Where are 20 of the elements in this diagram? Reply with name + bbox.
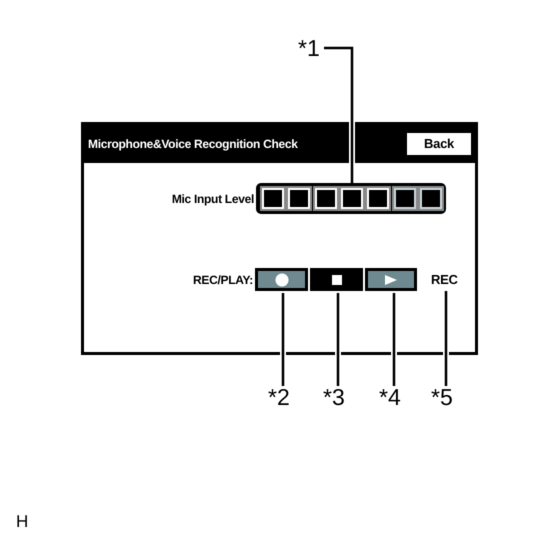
leader-line xyxy=(444,291,448,386)
stop-button xyxy=(310,268,363,291)
field-label: REC/PLAY: xyxy=(192,272,253,286)
page-letter: H xyxy=(16,512,30,532)
screen-panel xyxy=(81,122,478,355)
play-button xyxy=(365,268,417,291)
back-button: Back xyxy=(407,133,471,155)
callout-number: *1 xyxy=(298,36,322,60)
leader-line xyxy=(392,293,396,386)
callout-number: *4 xyxy=(379,385,407,409)
callout-number: *3 xyxy=(323,385,351,409)
status-text: REC xyxy=(431,273,461,289)
leader-line xyxy=(282,293,284,386)
leader-line xyxy=(324,46,354,183)
record-button xyxy=(255,268,308,291)
callout-number: *5 xyxy=(431,385,459,409)
level-meter xyxy=(256,183,446,214)
callout-number: *2 xyxy=(268,385,296,409)
leader-line xyxy=(336,293,340,386)
field-label: Mic Input Level xyxy=(170,192,254,206)
